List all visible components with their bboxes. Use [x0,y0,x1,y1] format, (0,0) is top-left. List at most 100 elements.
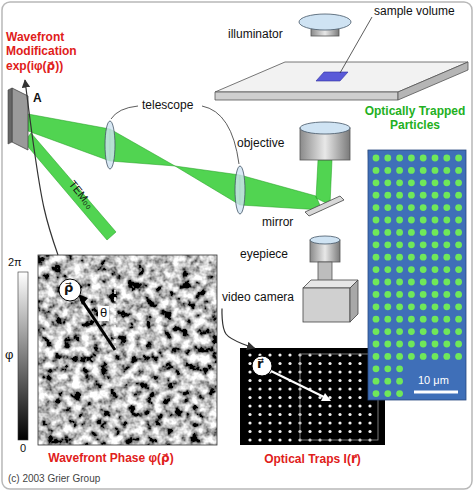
particle [373,291,380,298]
particle [373,378,380,385]
particle [396,365,403,372]
trap-dot [368,404,371,407]
part-label: telescope [142,99,193,113]
sample-volume [316,72,348,81]
particle [455,155,462,162]
trap-dot [348,396,351,399]
particle [455,291,462,298]
trap-dot [268,379,271,382]
trap-dot [248,438,251,441]
phase-pattern [38,255,217,445]
stage-top [215,62,468,92]
particle [443,279,450,286]
eyepiece-lens [310,236,340,244]
particle [432,204,439,211]
trap-dot [328,413,331,416]
trap-dot [248,362,251,365]
vector-arrow [271,371,326,398]
particle [420,279,427,286]
trap-dot [288,370,291,373]
particle [373,254,380,261]
trap-dot [358,370,361,373]
arrow-head [321,393,331,401]
particle [455,204,462,211]
trap-dot [278,430,281,433]
trap-dot [288,413,291,416]
particle [420,353,427,360]
trap-dot [248,396,251,399]
trap-dot [258,379,261,382]
particle [443,303,450,310]
trap-dot [288,438,291,441]
trap-dot [348,404,351,407]
particle [420,254,427,261]
particle [432,254,439,261]
particle [396,279,403,286]
trap-dot [268,387,271,390]
trap-dot [248,413,251,416]
trap-dot [258,421,261,424]
trap-dot [328,430,331,433]
particle [384,167,391,174]
trap-dot [358,362,361,365]
particle [396,341,403,348]
particle [408,192,415,199]
phase-panel: Wavefront Phase φ(ρ⃗) [5,255,217,465]
trap-dot [248,387,251,390]
particle [384,341,391,348]
particle [420,328,427,335]
laser-beam [110,129,175,166]
particles-panel [368,150,466,400]
trap-dot [278,413,281,416]
label-disc [252,356,272,376]
particle [373,192,380,199]
particle [420,291,427,298]
trap-dot [278,421,281,424]
particle [396,155,403,162]
particle [373,316,380,323]
particle [455,316,462,323]
particle [420,316,427,323]
particle [373,229,380,236]
particle [396,241,403,248]
part-label: eyepiece [240,248,288,262]
particle [432,229,439,236]
particle [420,266,427,273]
trap-dot [268,421,271,424]
trap-dot [248,370,251,373]
trap-dot [308,370,311,373]
bracket-line [111,106,138,119]
axis-label: 2π [8,256,22,269]
trap-dot [328,421,331,424]
particle [396,204,403,211]
particle [396,328,403,335]
trap-dot [288,387,291,390]
particle [455,167,462,174]
particle [396,217,403,224]
particle [396,229,403,236]
particle [373,179,380,186]
particle [396,390,403,397]
trap-dot [248,430,251,433]
part-label: objective [237,137,284,151]
particle [420,179,427,186]
particle [373,279,380,286]
trap-dot [338,421,341,424]
particle-dots [373,155,462,397]
particle [432,155,439,162]
trap-dot [338,413,341,416]
particle [384,291,391,298]
particle [420,155,427,162]
particle [384,328,391,335]
particle [384,266,391,273]
particle [408,341,415,348]
axis-label: 0 [20,442,26,455]
particle [432,167,439,174]
particle [396,353,403,360]
trap-dot [348,430,351,433]
trap-dot [278,404,281,407]
node-text: Optically Trapped Particles [362,104,468,133]
particle [455,279,462,286]
trap-dot [348,387,351,390]
